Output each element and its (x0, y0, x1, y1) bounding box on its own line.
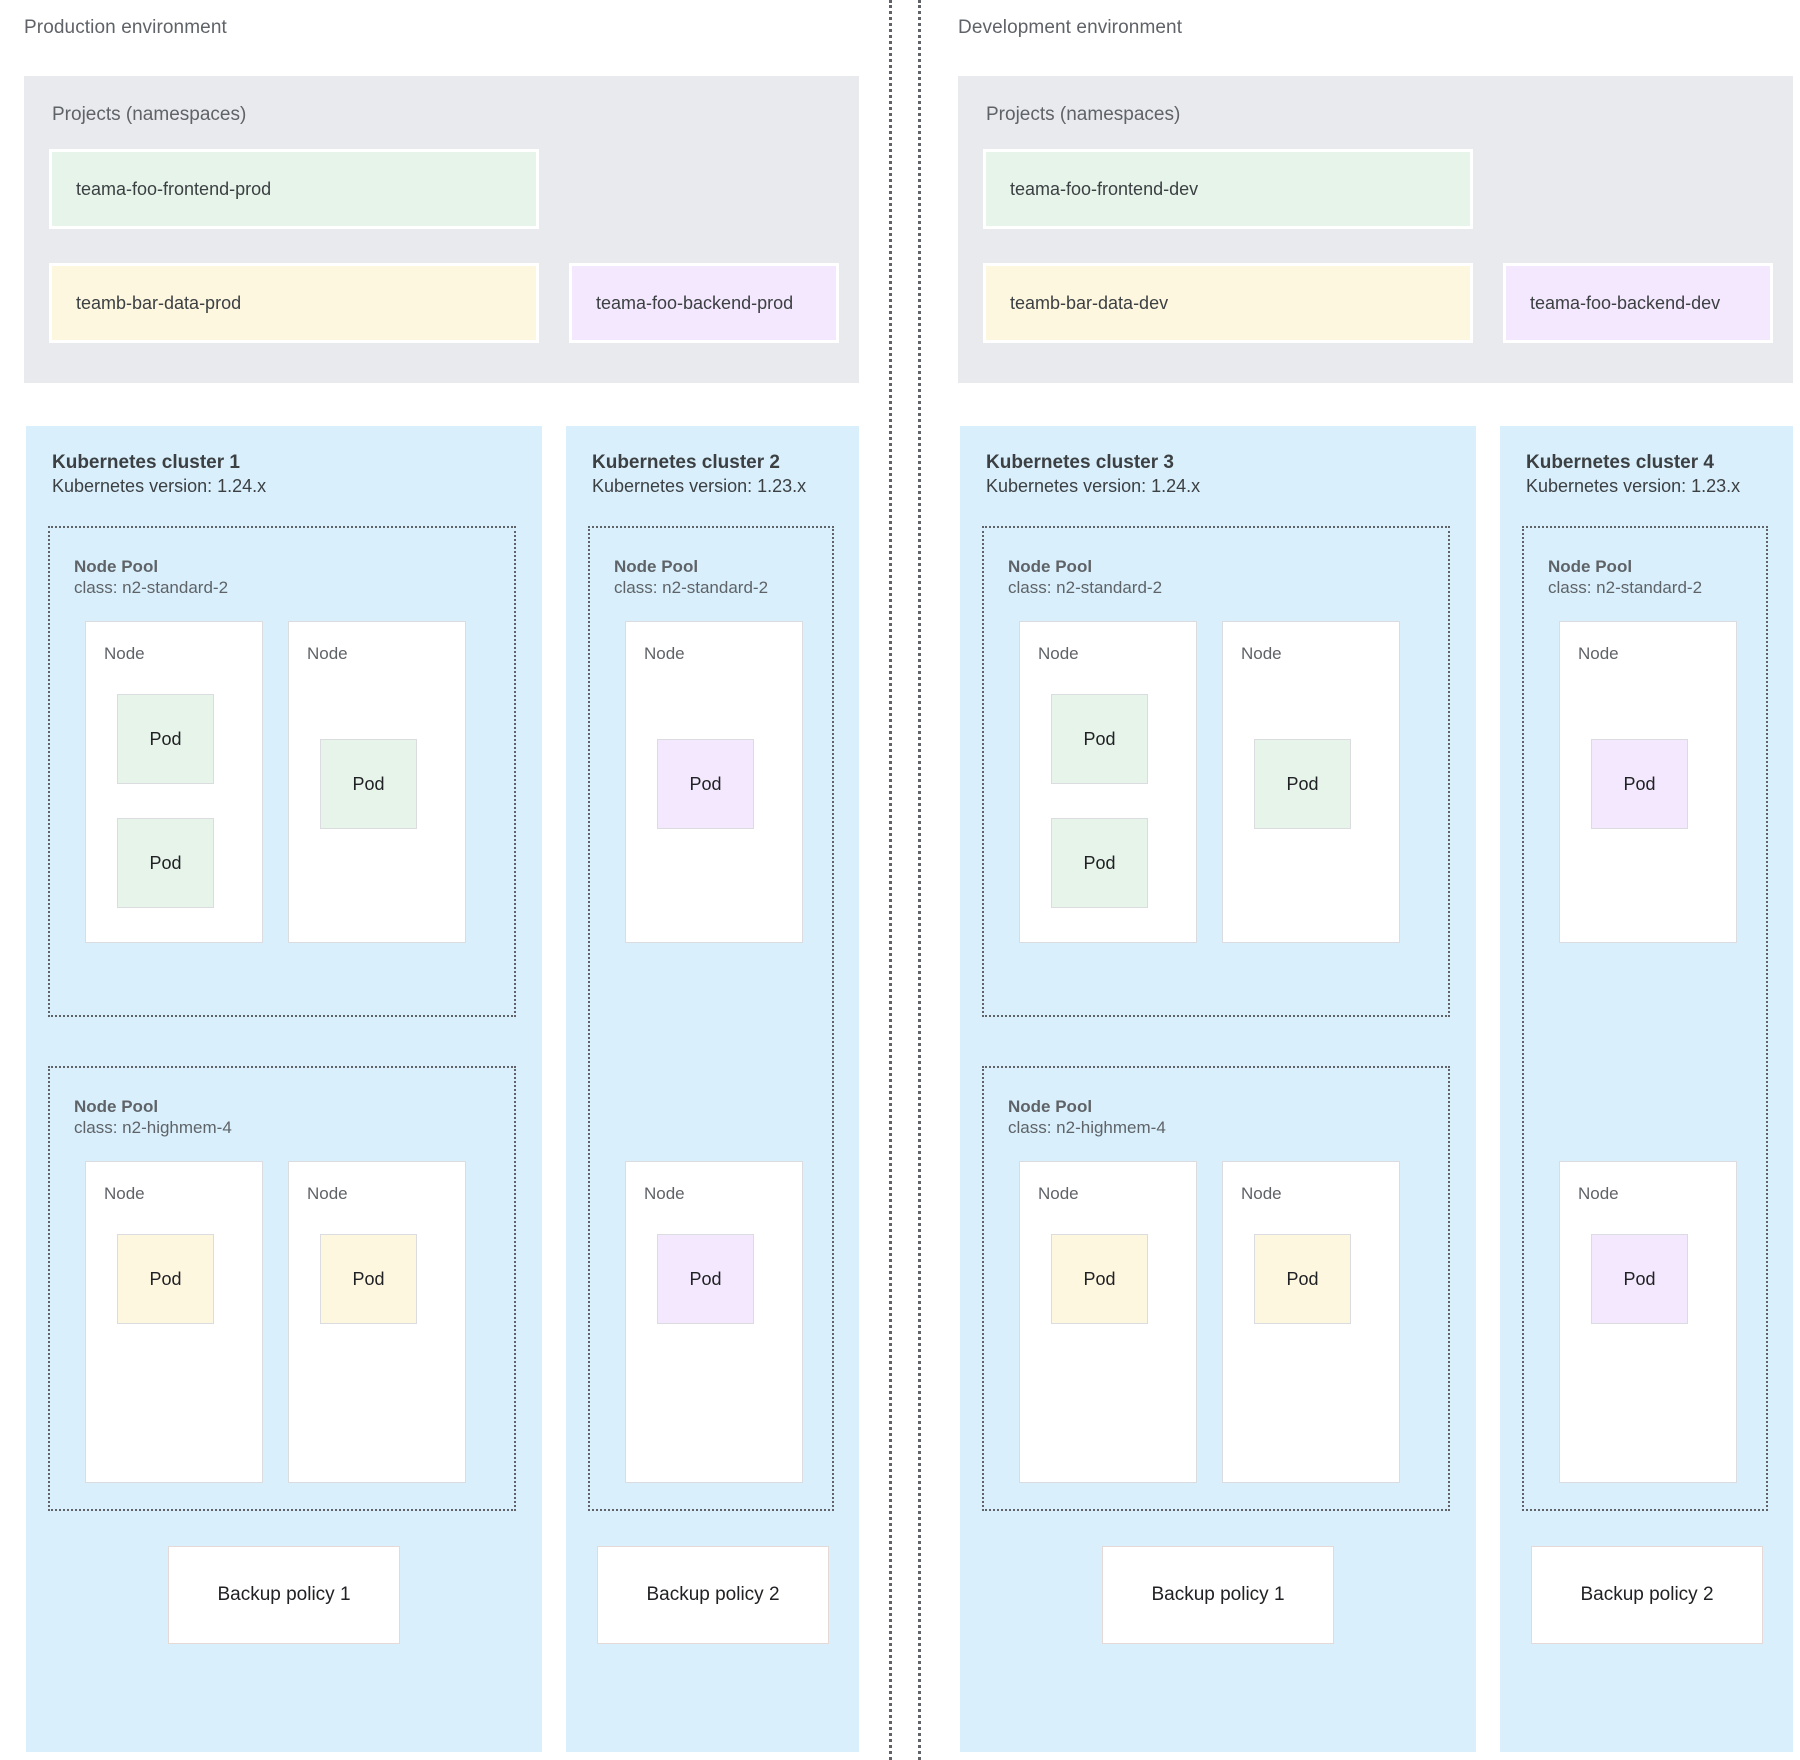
node-label: Node (307, 1184, 348, 1203)
cluster-version: Kubernetes version: 1.24.x (986, 475, 1201, 496)
cluster-version: Kubernetes version: 1.23.x (1526, 475, 1741, 496)
node-pool-heading: Node Pool class: n2-standard-2 (1008, 556, 1162, 599)
pod[interactable]: Pod (320, 739, 417, 829)
node-pool[interactable]: Node Pool class: n2-standard-2 Node Pod … (982, 526, 1450, 1017)
node-label: Node (644, 1184, 685, 1203)
node-label: Node (307, 644, 348, 663)
node-card[interactable]: Node Pod (288, 1161, 466, 1483)
node-pool-name: Node Pool (1548, 557, 1633, 576)
node-label: Node (1038, 644, 1079, 663)
node-label: Node (1578, 1184, 1619, 1203)
node-card[interactable]: Node Pod Pod (1019, 621, 1197, 943)
node-label: Node (1241, 644, 1282, 663)
node-pool-class: class: n2-standard-2 (1548, 578, 1703, 598)
pod[interactable]: Pod (1051, 694, 1148, 784)
node-pool[interactable]: Node Pool class: n2-standard-2 Node Pod … (1522, 526, 1768, 1511)
backup-policy-card[interactable]: Backup policy 1 (168, 1546, 400, 1644)
projects-panel: Projects (namespaces) teama-foo-frontend… (24, 76, 859, 383)
pod[interactable]: Pod (1591, 739, 1688, 829)
environment-development: Development environment Projects (namesp… (934, 0, 1800, 1760)
cluster-card[interactable]: Kubernetes cluster 2 Kubernetes version:… (566, 426, 859, 1752)
node-label: Node (1578, 644, 1619, 663)
cluster-name: Kubernetes cluster 3 (986, 452, 1174, 473)
environment-production: Production environment Projects (namespa… (0, 0, 866, 1760)
node-pool-name: Node Pool (1008, 557, 1093, 576)
node-pool-heading: Node Pool class: n2-standard-2 (1548, 556, 1702, 599)
node-pool-heading: Node Pool class: n2-highmem-4 (1008, 1096, 1166, 1139)
cluster-heading: Kubernetes cluster 2 Kubernetes version:… (592, 451, 806, 498)
namespace-card[interactable]: teama-foo-frontend-prod (49, 149, 539, 229)
cluster-heading: Kubernetes cluster 4 Kubernetes version:… (1526, 451, 1740, 498)
cluster-heading: Kubernetes cluster 3 Kubernetes version:… (986, 451, 1200, 498)
node-card[interactable]: Node Pod (625, 1161, 803, 1483)
environment-divider-line-2 (918, 0, 921, 1760)
node-pool-class: class: n2-standard-2 (1008, 578, 1163, 598)
cluster-name: Kubernetes cluster 4 (1526, 452, 1714, 473)
namespace-card[interactable]: teama-foo-backend-prod (569, 263, 839, 343)
pod[interactable]: Pod (1051, 818, 1148, 908)
node-pool-name: Node Pool (74, 557, 159, 576)
node-pool-name: Node Pool (614, 557, 699, 576)
cluster-version: Kubernetes version: 1.24.x (52, 475, 267, 496)
pod[interactable]: Pod (117, 1234, 214, 1324)
node-pool[interactable]: Node Pool class: n2-highmem-4 Node Pod N… (982, 1066, 1450, 1511)
node-card[interactable]: Node Pod (1559, 1161, 1737, 1483)
node-pool-name: Node Pool (1008, 1097, 1093, 1116)
node-pool-heading: Node Pool class: n2-standard-2 (614, 556, 768, 599)
node-pool[interactable]: Node Pool class: n2-highmem-4 Node Pod N… (48, 1066, 516, 1511)
node-pool[interactable]: Node Pool class: n2-standard-2 Node Pod … (48, 526, 516, 1017)
environment-title: Production environment (24, 17, 227, 38)
cluster-version: Kubernetes version: 1.23.x (592, 475, 807, 496)
node-label: Node (1038, 1184, 1079, 1203)
pod[interactable]: Pod (1254, 1234, 1351, 1324)
environment-divider-line-1 (889, 0, 892, 1760)
pod[interactable]: Pod (320, 1234, 417, 1324)
node-pool-class: class: n2-standard-2 (614, 578, 769, 598)
backup-policy-card[interactable]: Backup policy 2 (1531, 1546, 1763, 1644)
node-label: Node (104, 644, 145, 663)
node-pool-heading: Node Pool class: n2-standard-2 (74, 556, 228, 599)
node-card[interactable]: Node Pod (1222, 621, 1400, 943)
projects-panel-title: Projects (namespaces) (52, 104, 247, 125)
projects-panel-title: Projects (namespaces) (986, 104, 1181, 125)
node-pool-class: class: n2-standard-2 (74, 578, 229, 598)
node-card[interactable]: Node Pod (1019, 1161, 1197, 1483)
node-pool-class: class: n2-highmem-4 (1008, 1118, 1166, 1138)
backup-policy-card[interactable]: Backup policy 1 (1102, 1546, 1334, 1644)
pod[interactable]: Pod (117, 694, 214, 784)
backup-policy-card[interactable]: Backup policy 2 (597, 1546, 829, 1644)
node-pool-name: Node Pool (74, 1097, 159, 1116)
projects-panel: Projects (namespaces) teama-foo-frontend… (958, 76, 1793, 383)
environment-title: Development environment (958, 17, 1183, 38)
pod[interactable]: Pod (1051, 1234, 1148, 1324)
namespace-card[interactable]: teamb-bar-data-prod (49, 263, 539, 343)
node-label: Node (644, 644, 685, 663)
node-card[interactable]: Node Pod Pod (85, 621, 263, 943)
namespace-card[interactable]: teama-foo-frontend-dev (983, 149, 1473, 229)
node-card[interactable]: Node Pod (1222, 1161, 1400, 1483)
node-pool-heading: Node Pool class: n2-highmem-4 (74, 1096, 232, 1139)
node-card[interactable]: Node Pod (1559, 621, 1737, 943)
cluster-card[interactable]: Kubernetes cluster 1 Kubernetes version:… (26, 426, 542, 1752)
pod[interactable]: Pod (1254, 739, 1351, 829)
pod[interactable]: Pod (657, 1234, 754, 1324)
pod[interactable]: Pod (657, 739, 754, 829)
node-pool[interactable]: Node Pool class: n2-standard-2 Node Pod … (588, 526, 834, 1511)
pod[interactable]: Pod (117, 818, 214, 908)
node-card[interactable]: Node Pod (288, 621, 466, 943)
cluster-name: Kubernetes cluster 1 (52, 452, 240, 473)
node-label: Node (104, 1184, 145, 1203)
cluster-heading: Kubernetes cluster 1 Kubernetes version:… (52, 451, 266, 498)
namespace-card[interactable]: teama-foo-backend-dev (1503, 263, 1773, 343)
pod[interactable]: Pod (1591, 1234, 1688, 1324)
namespace-card[interactable]: teamb-bar-data-dev (983, 263, 1473, 343)
node-card[interactable]: Node Pod (625, 621, 803, 943)
cluster-card[interactable]: Kubernetes cluster 4 Kubernetes version:… (1500, 426, 1793, 1752)
node-label: Node (1241, 1184, 1282, 1203)
cluster-name: Kubernetes cluster 2 (592, 452, 780, 473)
node-card[interactable]: Node Pod (85, 1161, 263, 1483)
cluster-card[interactable]: Kubernetes cluster 3 Kubernetes version:… (960, 426, 1476, 1752)
node-pool-class: class: n2-highmem-4 (74, 1118, 232, 1138)
